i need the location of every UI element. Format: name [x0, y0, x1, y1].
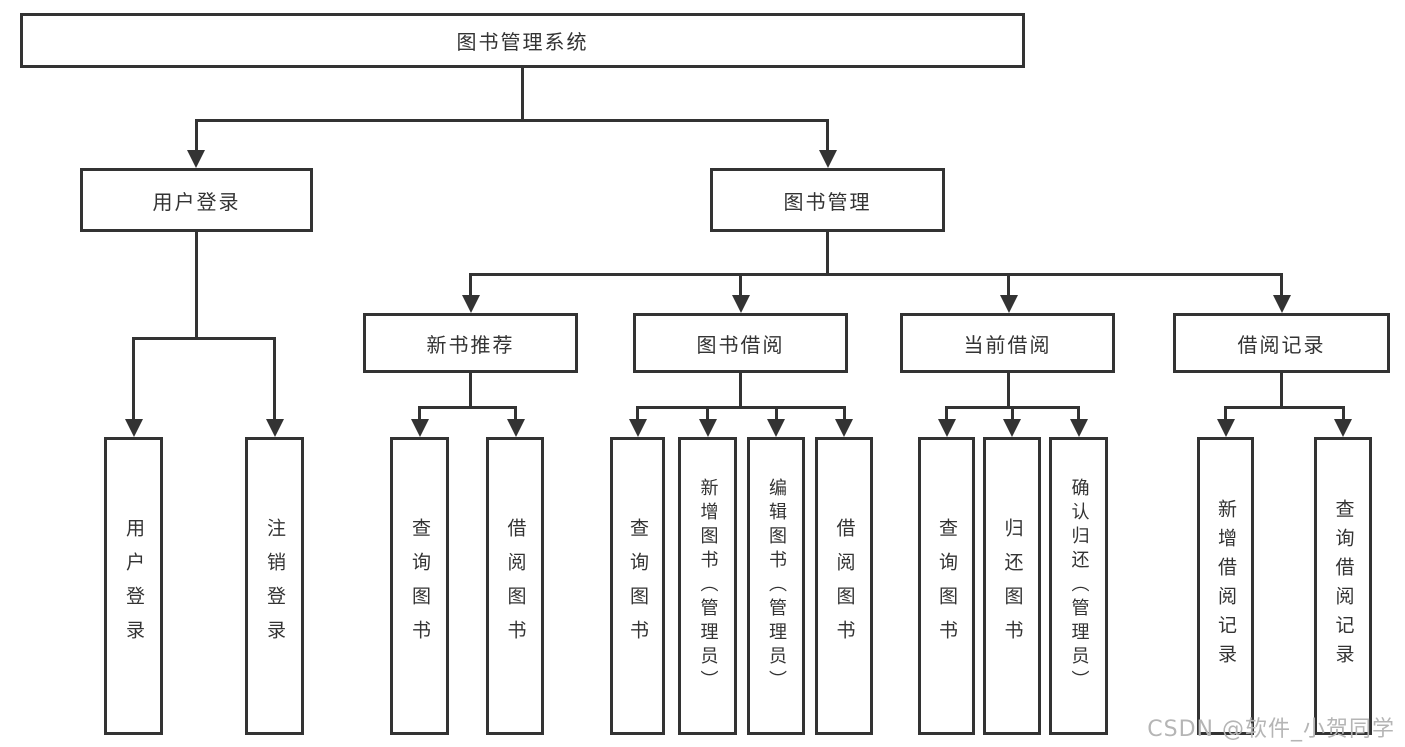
leaf-label: 编辑图书（管理员）	[766, 478, 787, 694]
node-root-label: 图书管理系统	[456, 30, 589, 54]
arrow-down-icon	[767, 406, 785, 437]
node-current-borrow: 当前借阅	[900, 313, 1115, 373]
leaf-label: 归还图书	[1001, 518, 1024, 654]
leaf-label: 用户登录	[123, 518, 145, 654]
leaf-label: 借阅图书	[833, 518, 856, 654]
leaf-nb-query-books: 查询图书	[390, 437, 449, 735]
arrow-down-icon	[1216, 406, 1235, 437]
arrow-down-icon	[628, 406, 647, 437]
leaf-label: 新增图书（管理员）	[697, 478, 719, 694]
connector-line	[1280, 373, 1283, 409]
node-root: 图书管理系统	[20, 13, 1025, 68]
node-borrow-records: 借阅记录	[1173, 313, 1390, 373]
arrow-down-icon	[999, 273, 1018, 313]
node-label: 图书管理	[783, 189, 872, 214]
connector-line	[132, 337, 276, 340]
arrow-down-icon	[1069, 406, 1088, 437]
connector-line	[418, 406, 517, 409]
arrow-down-icon	[506, 406, 525, 437]
node-label: 当前借阅	[963, 332, 1052, 357]
leaf-cb-return-books: 归还图书	[983, 437, 1041, 735]
arrow-down-icon	[731, 273, 750, 313]
connector-line	[469, 273, 1282, 276]
node-label: 图书借阅	[696, 332, 785, 357]
leaf-br-add-record: 新增借阅记录	[1197, 437, 1254, 735]
connector-line	[194, 232, 198, 340]
node-new-book-recommend: 新书推荐	[363, 313, 578, 373]
arrow-down-icon	[265, 337, 284, 437]
arrow-down-icon	[1272, 273, 1291, 313]
connector-line	[1007, 373, 1010, 409]
node-user-login-branch: 用户登录	[80, 168, 313, 232]
arrow-down-icon	[1334, 406, 1352, 437]
connector-line	[636, 406, 845, 409]
arrow-down-icon	[698, 406, 717, 437]
leaf-label: 确认归还（管理员）	[1068, 478, 1090, 694]
node-book-borrow: 图书借阅	[633, 313, 848, 373]
leaf-label: 注销登录	[264, 518, 286, 654]
leaf-label: 查询图书	[627, 518, 649, 654]
leaf-bb-query-books: 查询图书	[610, 437, 665, 735]
leaf-bb-edit-books-admin: 编辑图书（管理员）	[747, 437, 805, 735]
connector-line	[739, 373, 742, 409]
arrow-down-icon	[461, 273, 480, 313]
leaf-label: 新增借阅记录	[1215, 499, 1237, 673]
leaf-label: 查询借阅记录	[1332, 499, 1355, 673]
leaf-bb-add-books-admin: 新增图书（管理员）	[678, 437, 737, 735]
arrow-down-icon	[124, 337, 143, 437]
connector-line	[826, 232, 829, 276]
node-label: 新书推荐	[426, 332, 515, 357]
arrow-down-icon	[818, 119, 837, 168]
leaf-nb-borrow-books: 借阅图书	[486, 437, 544, 735]
leaf-label: 查询图书	[936, 518, 958, 654]
leaf-label: 查询图书	[409, 518, 431, 654]
leaf-logout: 注销登录	[245, 437, 304, 735]
node-label: 用户登录	[152, 189, 241, 214]
node-book-management-branch: 图书管理	[710, 168, 945, 232]
arrow-down-icon	[835, 406, 853, 437]
arrow-down-icon	[410, 406, 429, 437]
leaf-cb-query-books: 查询图书	[918, 437, 975, 735]
node-label: 借阅记录	[1237, 332, 1326, 357]
leaf-cb-confirm-return-admin: 确认归还（管理员）	[1049, 437, 1108, 735]
connector-line	[1224, 406, 1344, 409]
leaf-label: 借阅图书	[504, 518, 527, 654]
connector-line	[469, 373, 472, 409]
leaf-bb-borrow-books: 借阅图书	[815, 437, 873, 735]
connector-line	[195, 119, 829, 122]
leaf-user-login: 用户登录	[104, 437, 163, 735]
arrow-down-icon	[937, 406, 956, 437]
arrow-down-icon	[187, 119, 205, 168]
connector-line	[521, 68, 524, 122]
arrow-down-icon	[1003, 406, 1021, 437]
csdn-watermark: CSDN @软件_小贺同学	[1147, 717, 1395, 742]
leaf-br-query-record: 查询借阅记录	[1314, 437, 1372, 735]
